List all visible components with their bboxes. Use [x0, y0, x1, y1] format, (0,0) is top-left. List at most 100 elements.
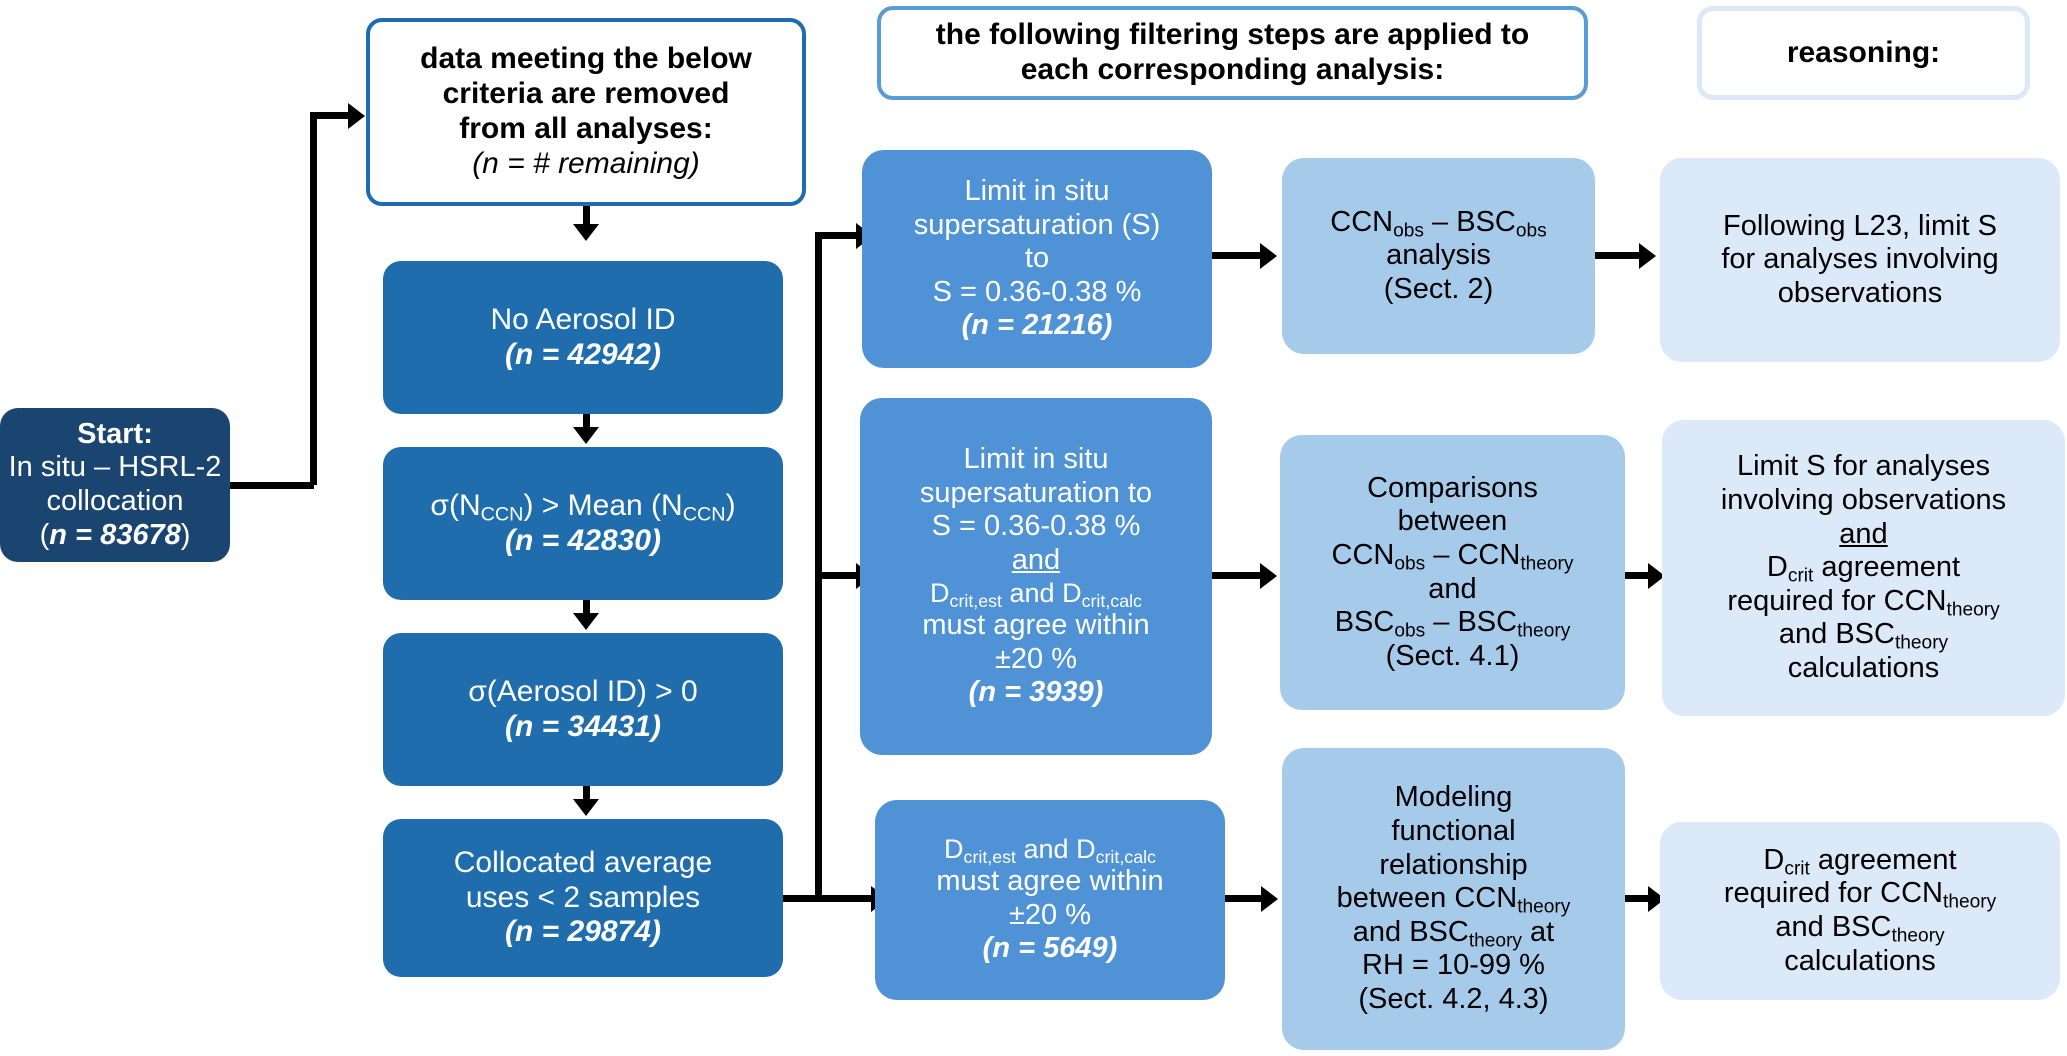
connector-step2-to-step3: [583, 600, 590, 616]
removal-step-1-label: No Aerosol ID: [490, 302, 676, 336]
removal-step-4-label-line1: Collocated average: [453, 845, 713, 879]
removal-step-4: Collocated average uses < 2 samples (n =…: [383, 819, 783, 977]
analysis-box-3: Modeling functional relationship between…: [1282, 748, 1625, 1050]
connector-bus-to-filter2: [815, 572, 860, 579]
removal-step-3-count: (n = 34431): [505, 709, 661, 743]
removal-step-4-count: (n = 29874): [505, 915, 661, 949]
filter-1-line4: S = 0.36-0.38 %: [932, 275, 1142, 308]
arrow-step2-to-step3: [573, 613, 599, 630]
filter-1-line2: supersaturation (S): [913, 208, 1161, 241]
filter-1-line1: Limit in situ: [964, 174, 1110, 207]
header-filtering-steps: the following filtering steps are applie…: [877, 6, 1588, 100]
reasoning-1-line3: observations: [1777, 276, 1943, 309]
analysis-1-line1: CCNobs – BSCobs: [1330, 205, 1547, 241]
arrow-into-analysis-3: [1261, 886, 1278, 912]
arrow-step3-to-step4: [573, 799, 599, 816]
connector-bus-vertical: [815, 232, 822, 902]
filter-2-line3: S = 0.36-0.38 %: [931, 510, 1141, 543]
header-removal-line2: criteria are removed: [442, 77, 730, 111]
connector-start-to-header-horizontal: [230, 482, 314, 489]
connector-header-entry-horizontal: [310, 112, 350, 119]
header-filtering-line2: each corresponding analysis:: [1020, 53, 1445, 86]
filter-3-line3: ±20 %: [1008, 898, 1091, 931]
filter-1-line3: to: [1024, 242, 1050, 275]
start-title: Start:: [77, 417, 153, 450]
reasoning-1-line1: Following L23, limit S: [1723, 209, 1997, 242]
analysis-3-line6: RH = 10-99 %: [1362, 949, 1545, 982]
analysis-3-line5: and BSCtheory at: [1352, 915, 1555, 952]
header-reasoning: reasoning:: [1697, 6, 2030, 100]
filter-3-line1: Dcrit,est and Dcrit,calc: [944, 833, 1156, 867]
analysis-1-line2: analysis: [1386, 239, 1491, 272]
reasoning-2-line1: Limit S for analyses: [1736, 450, 1991, 483]
removal-step-1-count: (n = 42942): [505, 337, 661, 371]
analysis-2-line5: BSCobs – BSCtheory: [1334, 606, 1571, 642]
filter-2-line6: must agree within: [922, 608, 1150, 641]
removal-step-3: σ(Aerosol ID) > 0 (n = 34431): [383, 633, 783, 786]
header-reasoning-label: reasoning:: [1786, 35, 1941, 69]
reasoning-2-line4: Dcrit agreement: [1766, 551, 1961, 587]
connector-filter3-to-analysis3: [1225, 895, 1265, 902]
filter-2-line7: ±20 %: [994, 642, 1077, 675]
removal-step-4-label-line2: uses < 2 samples: [465, 880, 701, 914]
header-removal-line1: data meeting the below: [420, 42, 752, 76]
filter-box-3: Dcrit,est and Dcrit,calc must agree with…: [875, 800, 1225, 1000]
removal-step-3-label: σ(Aerosol ID) > 0: [468, 674, 698, 708]
reasoning-box-3: Dcrit agreement required for CCNtheory a…: [1660, 822, 2060, 1000]
connector-step3-to-step4: [583, 786, 590, 802]
filter-box-2: Limit in situ supersaturation to S = 0.3…: [860, 398, 1212, 755]
arrow-header-to-step1: [573, 224, 599, 241]
analysis-3-line3: relationship: [1379, 848, 1528, 881]
arrow-into-analysis-1: [1260, 243, 1277, 269]
filter-2-line2: supersaturation to: [919, 476, 1153, 509]
analysis-3-line1: Modeling: [1394, 781, 1513, 814]
analysis-2-line4: and: [1428, 572, 1477, 605]
removal-step-1: No Aerosol ID (n = 42942): [383, 261, 783, 414]
connector-step1-to-step2: [583, 414, 590, 430]
filter-2-count: (n = 3939): [968, 676, 1104, 709]
reasoning-2-line2: involving observations: [1720, 483, 2007, 516]
reasoning-1-line2: for analyses involving: [1721, 243, 1999, 276]
arrow-into-reasoning-1: [1639, 243, 1656, 269]
analysis-3-line7: (Sect. 4.2, 4.3): [1358, 983, 1549, 1016]
connector-filter1-to-analysis1: [1212, 252, 1264, 259]
analysis-box-2: Comparisons between CCNobs – CCNtheory a…: [1280, 435, 1625, 710]
reasoning-box-2: Limit S for analyses involving observati…: [1662, 420, 2065, 716]
reasoning-2-line7: calculations: [1787, 652, 1940, 685]
connector-analysis2-to-reasoning2: [1625, 572, 1653, 579]
reasoning-2-line5: required for CCNtheory: [1727, 584, 2000, 621]
removal-step-2-label: σ(NCCN) > Mean (NCCN): [430, 488, 736, 526]
start-line1: In situ – HSRL-2: [8, 451, 222, 484]
header-removal-note: (n = # remaining): [472, 146, 700, 180]
connector-filter2-to-analysis2: [1212, 572, 1264, 579]
reasoning-3-line2: required for CCNtheory: [1723, 877, 1997, 913]
filter-box-1: Limit in situ supersaturation (S) to S =…: [862, 150, 1212, 368]
analysis-1-line3: (Sect. 2): [1383, 272, 1494, 305]
arrow-step1-to-step2: [573, 427, 599, 444]
removal-step-2-count: (n = 42830): [505, 523, 661, 557]
analysis-3-line4: between CCNtheory: [1336, 882, 1571, 918]
connector-step4-to-bus: [783, 895, 823, 902]
header-filtering-line1: the following filtering steps are applie…: [935, 18, 1530, 52]
connector-analysis3-to-reasoning3: [1625, 895, 1653, 902]
start-count: (n = 83678): [39, 518, 191, 551]
filter-2-line1: Limit in situ: [963, 443, 1109, 476]
reasoning-3-line3: and BSCtheory: [1775, 911, 1945, 947]
connector-bus-to-filter1: [815, 232, 860, 239]
connector-analysis1-to-reasoning1: [1595, 252, 1643, 259]
header-removal-line3: from all analyses:: [459, 112, 713, 145]
connector-header-to-step1: [583, 206, 590, 228]
analysis-3-line2: functional: [1391, 814, 1516, 847]
analysis-2-line3: CCNobs – CCNtheory: [1331, 538, 1574, 575]
filter-3-count: (n = 5649): [982, 932, 1118, 965]
reasoning-3-line4: calculations: [1784, 944, 1936, 977]
connector-start-to-header-vertical: [310, 112, 317, 485]
arrow-into-analysis-2: [1260, 563, 1277, 589]
start-line2: collocation: [46, 485, 184, 517]
reasoning-3-line1: Dcrit agreement: [1763, 843, 1957, 880]
reasoning-2-line6: and BSCtheory: [1778, 618, 1949, 654]
filter-2-line4: and: [1011, 544, 1061, 577]
header-removal-criteria: data meeting the below criteria are remo…: [366, 18, 806, 206]
filter-3-line2: must agree within: [936, 865, 1164, 898]
